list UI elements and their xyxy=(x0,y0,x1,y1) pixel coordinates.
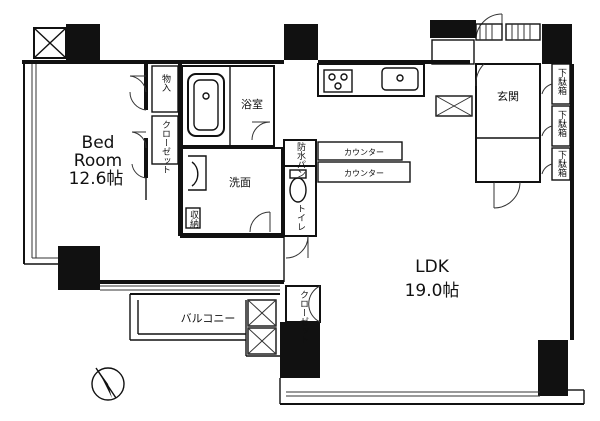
waterproof-pan-box xyxy=(283,139,317,167)
washroom-shelf-label: 収納 xyxy=(188,209,199,229)
cooktop xyxy=(323,69,353,93)
bedroom-size: 12.6帖 xyxy=(69,169,124,189)
bed-storage-label: 物入 xyxy=(160,73,171,92)
bedroom-label-line2: Room xyxy=(74,151,122,171)
washroom xyxy=(181,147,283,235)
column-entrance xyxy=(430,20,476,38)
ldk-label: LDK xyxy=(415,257,450,277)
entrance-hall xyxy=(475,63,541,183)
bed-closet-label: クローゼット xyxy=(160,120,171,174)
balcony-unit-2 xyxy=(247,327,277,355)
north-arrow-icon xyxy=(91,367,125,401)
ldk-closet-box xyxy=(285,285,321,323)
column-bed-bottom xyxy=(58,246,100,290)
entrance-meter-box xyxy=(435,95,473,117)
column-top-middle xyxy=(284,24,318,60)
ldk-size: 19.0帖 xyxy=(405,281,460,301)
bed-closet-box xyxy=(151,115,179,165)
kitchen-sink xyxy=(381,67,419,91)
bedroom-label-line1: Bed xyxy=(82,133,115,153)
column-bottom-right xyxy=(538,340,568,396)
toilet-label: トイレ xyxy=(295,204,306,231)
wash-basin xyxy=(188,155,207,191)
bath-room xyxy=(181,65,275,147)
shoe-box-3-label: 下駄箱 xyxy=(556,150,567,178)
washroom-label: 洗面 xyxy=(229,176,251,189)
bathtub xyxy=(187,73,225,137)
counter-2-label: カウンター xyxy=(344,169,384,178)
washroom-shelf-box xyxy=(185,207,201,229)
balcony-unit-1 xyxy=(247,299,277,327)
column-top-left xyxy=(66,24,100,60)
kitchen-counter xyxy=(317,63,425,97)
shaft-box xyxy=(33,27,67,59)
bath-label: 浴室 xyxy=(241,97,263,111)
shoe-box-2-label: 下駄箱 xyxy=(556,110,567,138)
column-top-right xyxy=(542,24,572,64)
ldk-closet-label: クローゼット xyxy=(298,290,309,344)
bed-storage-box xyxy=(151,65,179,113)
counter-2-box xyxy=(317,161,411,183)
entrance-box xyxy=(431,39,475,65)
toilet-bowl xyxy=(289,177,307,203)
shoe-box-1-label: 下駄箱 xyxy=(556,68,567,96)
counter-1-label: カウンター xyxy=(344,148,384,157)
waterproof-pan-label: 防水パン xyxy=(295,141,306,178)
balcony-label: バルコニー xyxy=(181,312,236,325)
column-bottom-middle xyxy=(280,322,320,378)
entrance-label: 玄関 xyxy=(497,89,519,103)
counter-1-box xyxy=(317,141,403,161)
